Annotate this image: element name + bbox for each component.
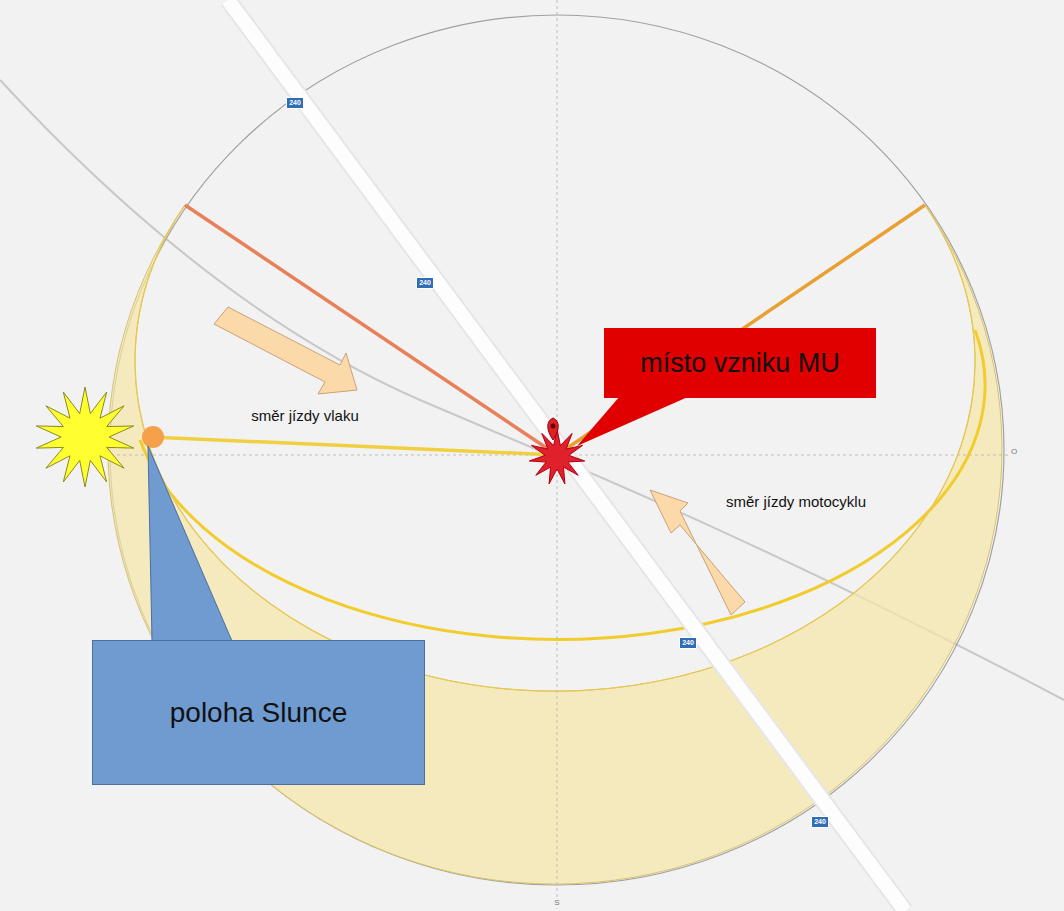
train-direction-arrow [214,307,357,394]
compass-west-label: O [1011,447,1017,456]
sun-position-dot [142,426,164,448]
callout-text: místo vzniku MU [640,348,840,379]
road-number-sign: 240 [811,816,829,828]
train-direction-label: směr jízdy vlaku [249,407,361,424]
accident-site-callout: místo vzniku MU [604,328,876,398]
callout-text: poloha Slunce [170,697,347,729]
location-pin [548,418,559,440]
sun-symbol [36,387,133,487]
accident-burst [529,429,584,484]
sunset-line [557,205,925,455]
sunrise-line [185,205,557,455]
sun-position-callout: poloha Slunce [92,640,425,785]
sun-path-edge [135,205,975,691]
accident-callout-pointer [577,396,690,446]
road-number-sign: 240 [679,637,697,649]
sun-direction-line [150,437,557,455]
location-pin-dot [551,424,556,429]
road-number-sign: 240 [416,277,434,289]
compass-south-label: S [554,898,559,907]
sun-callout-pointer [148,446,232,641]
road-number-sign: 240 [286,97,304,109]
motorcycle-direction-label: směr jízdy motocyklu [724,493,868,510]
